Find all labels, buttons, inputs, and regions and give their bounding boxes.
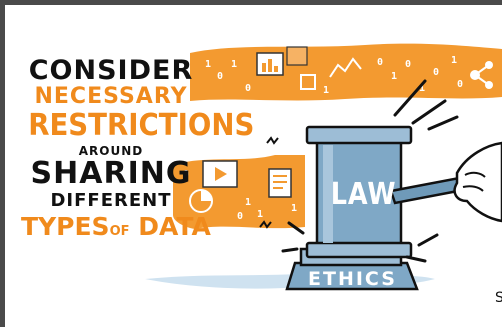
- headline-line-consider: CONSIDER: [28, 55, 194, 86]
- svg-text:1: 1: [391, 71, 397, 82]
- gavel-head: [305, 125, 413, 259]
- svg-text:0: 0: [457, 79, 463, 90]
- line-chart-icon: [329, 57, 362, 78]
- svg-text:1: 1: [451, 55, 457, 66]
- headline-line-types-of-data: TYPESOF DATA: [21, 212, 211, 241]
- svg-text:1: 1: [323, 85, 329, 96]
- bar-chart-icon: [256, 52, 284, 76]
- svg-text:1: 1: [205, 59, 211, 70]
- squiggle-mark: [266, 136, 279, 145]
- svg-text:0: 0: [237, 211, 243, 222]
- upper-data-band: [190, 43, 502, 101]
- word-types: TYPES: [21, 212, 110, 241]
- svg-text:0: 0: [405, 59, 411, 70]
- svg-text:0: 0: [217, 71, 223, 82]
- headline-line-different: DIFFERENT: [50, 190, 172, 211]
- folder-icon: [286, 46, 308, 66]
- svg-text:0: 0: [377, 57, 383, 68]
- share-icon: [470, 61, 493, 89]
- pie-chart-icon: [189, 189, 213, 213]
- svg-text:1: 1: [419, 83, 425, 94]
- document-icon: [268, 168, 292, 198]
- svg-text:1: 1: [245, 197, 251, 208]
- video-play-icon: [202, 160, 238, 188]
- hand-illustration: [453, 141, 502, 223]
- squiggle-mark: [259, 220, 272, 229]
- headline-line-around: AROUND: [78, 144, 144, 158]
- svg-text:0: 0: [245, 83, 251, 94]
- svg-text:1: 1: [231, 59, 237, 70]
- svg-text:1: 1: [257, 209, 263, 220]
- svg-text:0: 0: [183, 169, 189, 180]
- headline-line-sharing: SHARING: [30, 156, 192, 191]
- corner-text-fragment: S: [495, 290, 502, 306]
- motion-lines: [281, 79, 459, 263]
- gavel-label-ethics: ETHICS: [308, 268, 397, 290]
- svg-text:0: 0: [433, 67, 439, 78]
- headline-line-necessary: NECESSARY: [34, 84, 188, 109]
- word-of: OF: [109, 224, 130, 239]
- word-data: DATA: [138, 212, 211, 241]
- svg-text:1: 1: [291, 203, 297, 214]
- headline-line-restrictions: RESTRICTIONS: [28, 108, 255, 143]
- square-icon: [300, 74, 316, 90]
- gavel-label-law: LAW: [330, 177, 397, 212]
- headline-text: CONSIDER NECESSARY RESTRICTIONS AROUND S…: [21, 55, 255, 241]
